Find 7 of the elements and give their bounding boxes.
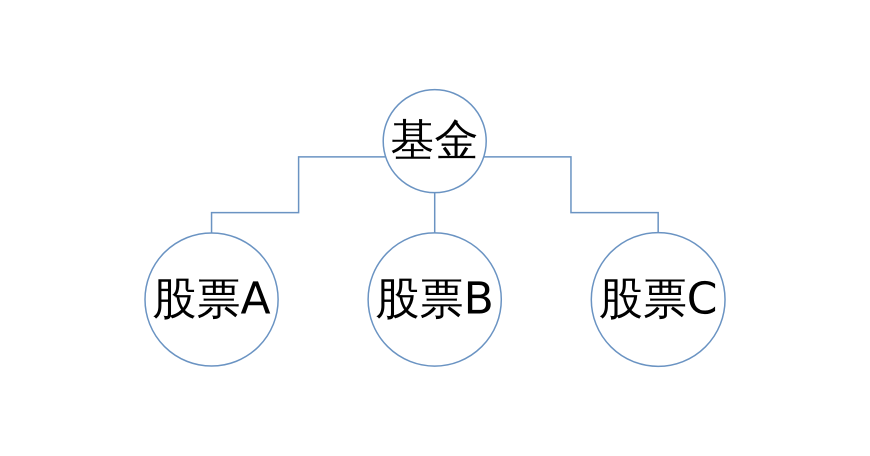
node-circle: 基金	[382, 88, 487, 194]
node-circle: 股票B	[367, 232, 502, 367]
node-circle: 股票C	[590, 232, 726, 368]
connector	[484, 156, 659, 234]
connector	[210, 156, 386, 234]
connector	[434, 192, 436, 234]
node-circle: 股票A	[144, 232, 279, 367]
